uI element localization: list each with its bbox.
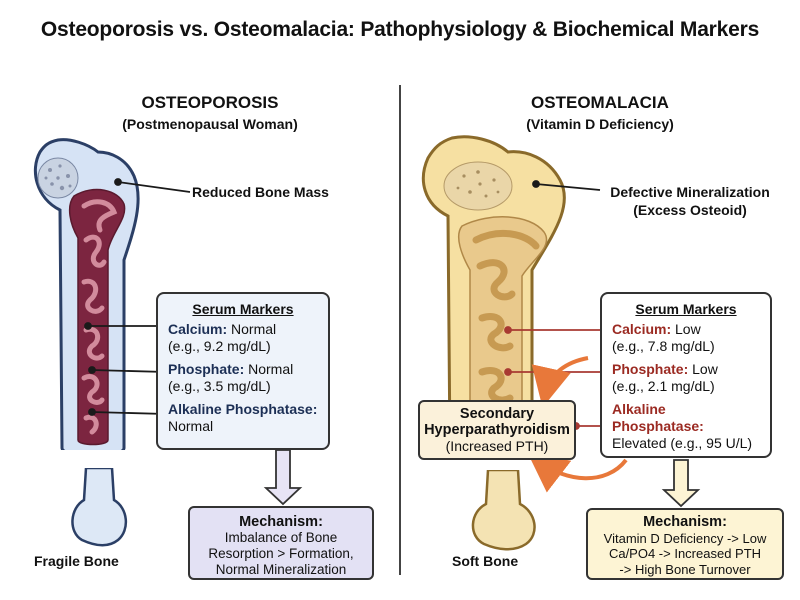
callout-line: (Excess Osteoid) <box>633 202 747 218</box>
phosphate-example: (e.g., 3.5 mg/dL) <box>168 378 271 394</box>
callout-line: Defective Mineralization <box>610 184 770 200</box>
serum-markers-header: Serum Markers <box>192 301 294 317</box>
phosphate-label: Phosphate: <box>612 361 689 377</box>
mechanism-line: Vitamin D Deficiency -> Low <box>603 530 767 546</box>
alp-value: Elevated (e.g., 95 U/L) <box>612 435 753 451</box>
right-down-arrow <box>661 459 701 508</box>
serum-markers-header: Serum Markers <box>635 301 737 317</box>
mechanism-line: Imbalance of Bone <box>224 530 338 545</box>
fragile-bone-caption: Fragile Bone <box>34 553 119 569</box>
soft-bone-caption: Soft Bone <box>452 553 519 569</box>
alp-marker: Alkaline Phosphatase: Normal <box>168 401 318 435</box>
phosphate-marker: Phosphate: Normal (e.g., 3.5 mg/dL) <box>168 361 318 395</box>
secondary-line: (Increased PTH) <box>445 438 549 454</box>
osteoporosis-bone <box>33 138 140 547</box>
left-down-arrow <box>263 449 303 506</box>
alp-label: Alkaline Phosphatase: <box>612 401 704 434</box>
osteoporosis-serum-markers-box: Serum Markers Calcium: Normal (e.g., 9.2… <box>156 292 330 450</box>
curved-arrow-from-alp <box>527 452 628 493</box>
phosphate-value: Normal <box>248 361 294 377</box>
calcium-marker: Calcium: Normal (e.g., 9.2 mg/dL) <box>168 321 318 355</box>
alp-label: Alkaline Phosphatase: <box>168 401 318 417</box>
reduced-bone-mass-callout: Reduced Bone Mass <box>192 184 329 200</box>
osteomalacia-mechanism-box: Mechanism: Vitamin D Deficiency -> Low C… <box>586 508 784 580</box>
secondary-hyperparathyroidism-box: Secondary Hyperparathyroidism (Increased… <box>418 400 576 460</box>
osteomalacia-subheading: (Vitamin D Deficiency) <box>526 116 674 132</box>
osteomalacia-heading: OSTEOMALACIA <box>531 93 669 112</box>
alp-value: Normal <box>168 418 214 434</box>
osteoporosis-subheading: (Postmenopausal Woman) <box>122 116 298 132</box>
left-leader-lines <box>84 178 191 416</box>
secondary-line: Hyperparathyroidism <box>424 422 570 438</box>
phosphate-label: Phosphate: <box>168 361 245 377</box>
mechanism-line: Normal Mineralization <box>215 562 347 577</box>
alp-marker: Alkaline Phosphatase: Elevated (e.g., 95… <box>612 401 760 452</box>
calcium-label: Calcium: <box>168 321 228 337</box>
calcium-value: Normal <box>231 321 277 337</box>
phosphate-example: (e.g., 2.1 mg/dL) <box>612 378 715 394</box>
calcium-example: (e.g., 9.2 mg/dL) <box>168 338 271 354</box>
center-divider <box>399 85 401 575</box>
mechanism-header: Mechanism: <box>239 514 323 530</box>
phosphate-marker: Phosphate: Low (e.g., 2.1 mg/dL) <box>612 361 760 395</box>
osteoporosis-heading: OSTEOPOROSIS <box>141 93 279 112</box>
osteoporosis-mechanism-box: Mechanism: Imbalance of Bone Resorption … <box>188 506 374 580</box>
mechanism-line: -> High Bone Turnover <box>619 561 751 577</box>
right-leader-line <box>532 180 601 191</box>
phosphate-value: Low <box>692 361 718 377</box>
page-title: Osteoporosis vs. Osteomalacia: Pathophys… <box>40 18 760 41</box>
mechanism-header: Mechanism: <box>643 514 727 530</box>
calcium-example: (e.g., 7.8 mg/dL) <box>612 338 715 354</box>
defective-mineralization-callout: Defective Mineralization (Excess Osteoid… <box>600 183 780 219</box>
osteomalacia-serum-markers-box: Serum Markers Calcium: Low (e.g., 7.8 mg… <box>600 292 772 458</box>
mechanism-line: Ca/PO4 -> Increased PTH <box>608 546 762 561</box>
calcium-value: Low <box>675 321 701 337</box>
curved-arrow-to-pth <box>531 356 589 408</box>
secondary-line: Secondary <box>459 406 535 422</box>
calcium-marker: Calcium: Low (e.g., 7.8 mg/dL) <box>612 321 760 355</box>
osteomalacia-bone <box>421 135 566 551</box>
calcium-label: Calcium: <box>612 321 672 337</box>
mechanism-line: Resorption > Formation, <box>208 546 354 561</box>
